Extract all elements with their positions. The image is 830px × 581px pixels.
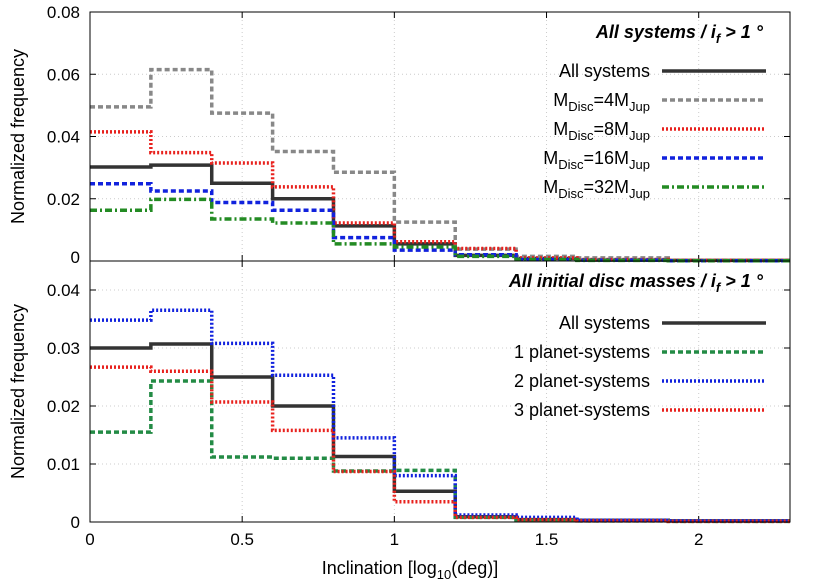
y-tick-label: 0.01: [47, 455, 80, 474]
legend-label: 3 planet-systems: [514, 400, 650, 420]
y-tick-label: 0.02: [47, 190, 80, 209]
series-line-4: [90, 365, 790, 524]
legend-item: All systems: [559, 61, 766, 81]
legend-item: MDisc=8MJup: [553, 119, 766, 143]
y-tick-label: 0.04: [47, 128, 80, 147]
legend-item: MDisc=32MJup: [543, 177, 766, 201]
legend: All systems 1 planet-systems 2 planet-syst…: [514, 313, 766, 420]
legend-label: 1 planet-systems: [514, 342, 650, 362]
legend: All systemsMDisc=4MJupMDisc=8MJupMDisc=1…: [543, 61, 766, 201]
series-line-3: [90, 130, 790, 263]
x-tick-label: 0: [85, 530, 94, 549]
series-line-5: [90, 197, 790, 263]
legend-label: MDisc=16MJup: [543, 148, 650, 172]
panel-2: 0 0.01 0.02 0.03 0.04 0 0.5 1 1.5 2 Normalized fre…: [8, 260, 791, 581]
legend-label: 2 planet-systems: [514, 371, 650, 391]
y-axis-label: Normalized frequency: [8, 304, 28, 479]
panel-title: All systems / if > 1 °: [595, 22, 764, 46]
plot-frame: [89, 260, 791, 523]
x-tick-label: 2: [694, 530, 703, 549]
x-tick-label: 0.5: [230, 530, 254, 549]
legend-label: All systems: [559, 313, 650, 333]
x-axis-label: Inclination [log10(deg)]: [322, 558, 499, 581]
legend-item: 3 planet-systems: [514, 400, 766, 420]
grid: [89, 261, 790, 523]
series-line-3: [90, 308, 790, 523]
legend-label: MDisc=4MJup: [553, 90, 650, 114]
y-axis-label: Normalized frequency: [8, 49, 28, 224]
x-tick-label: 1: [390, 530, 399, 549]
legend-item: MDisc=4MJup: [553, 90, 766, 114]
legend-item: 1 planet-systems: [514, 342, 766, 362]
legend-label: MDisc=8MJup: [553, 119, 650, 143]
legend-item: All systems: [559, 313, 766, 333]
x-tick-label: 1.5: [535, 530, 559, 549]
y-tick-label: 0.04: [47, 281, 80, 300]
legend-item: MDisc=16MJup: [543, 148, 766, 172]
legend-label: All systems: [559, 61, 650, 81]
y-tick-label: 0: [71, 513, 80, 532]
y-tick-label: 0.08: [47, 3, 80, 22]
y-tick-label: 0: [71, 248, 80, 267]
legend-item: 2 planet-systems: [514, 371, 766, 391]
y-tick-label: 0.02: [47, 397, 80, 416]
panel-title: All initial disc masses / if > 1 °: [508, 271, 764, 295]
y-tick-label: 0.03: [47, 339, 80, 358]
legend-label: MDisc=32MJup: [543, 177, 650, 201]
y-tick-label: 0.06: [47, 65, 80, 84]
